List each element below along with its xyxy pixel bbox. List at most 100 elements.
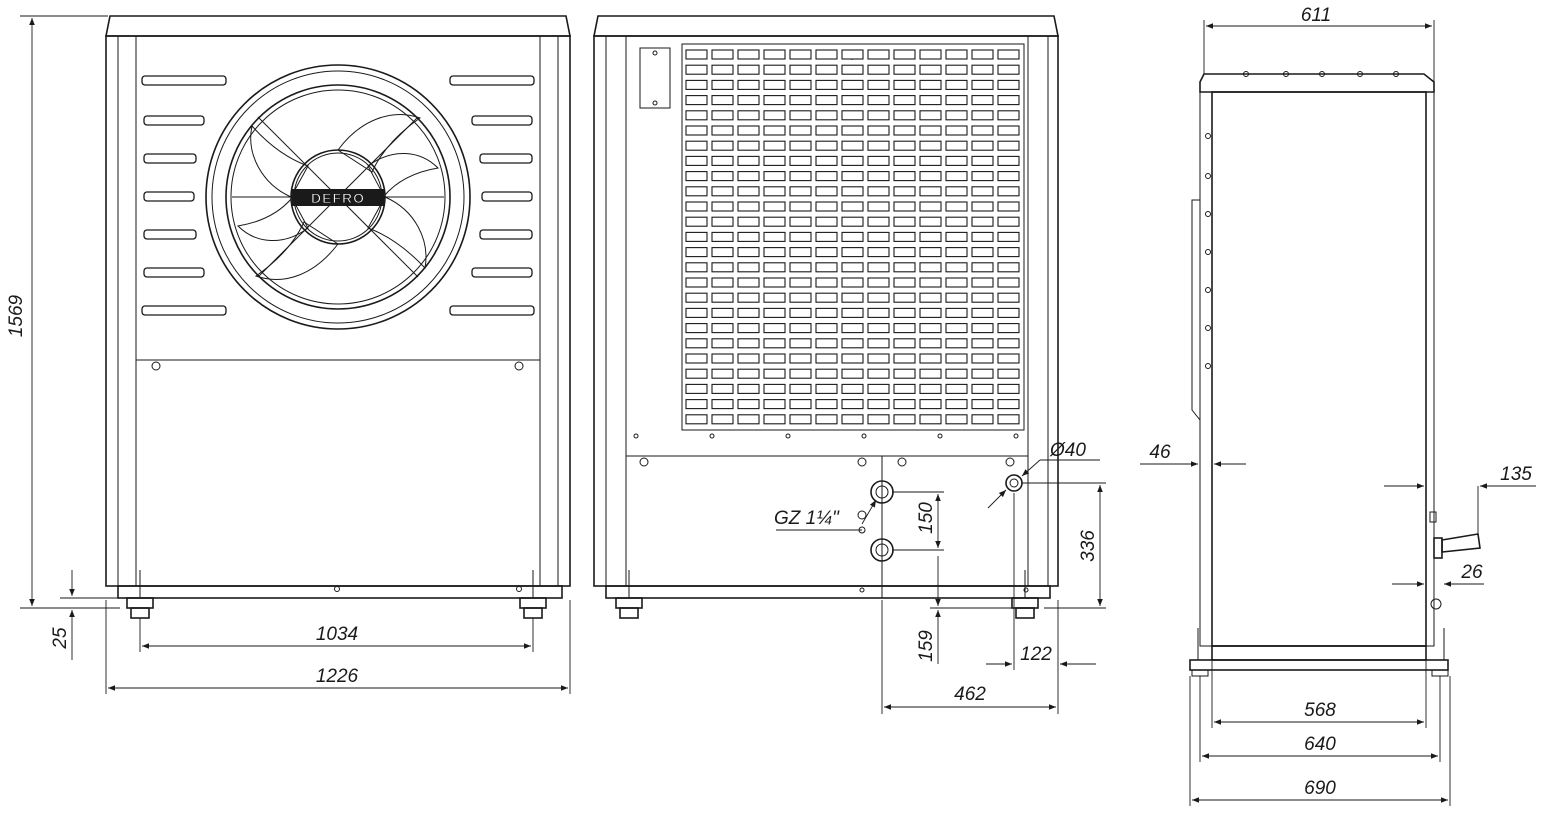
grille-slot [711, 399, 734, 410]
grille-slot [737, 399, 760, 410]
grille-slot [841, 171, 864, 182]
grille-slot [945, 125, 968, 136]
grille-slot [841, 79, 864, 90]
grille-slot [945, 323, 968, 334]
grille-slot [893, 383, 916, 394]
grille-slot [867, 247, 890, 258]
grille-slot [815, 231, 838, 242]
grille-slot [945, 338, 968, 349]
grille-slot [763, 95, 786, 106]
grille-slot [763, 307, 786, 318]
grille-slot [893, 155, 916, 166]
grille-slot [763, 171, 786, 182]
grille-slot [789, 201, 812, 212]
grille-slot [711, 262, 734, 273]
grille-slot [815, 338, 838, 349]
dim-pipe-spacing: 150 [916, 502, 937, 534]
grille-slot [685, 399, 708, 410]
grille-slot [789, 95, 812, 106]
grille-slot [737, 95, 760, 106]
grille-slot [893, 231, 916, 242]
dim-handle-offset: 135 [1500, 464, 1532, 485]
grille-slot [763, 64, 786, 75]
grille-slot [789, 277, 812, 288]
grille-slot [789, 110, 812, 121]
grille-slot [997, 64, 1020, 75]
grille-slot [919, 247, 942, 258]
dim-handle-pipe: 26 [1460, 562, 1483, 583]
grille-slot [997, 353, 1020, 364]
grille-slot [971, 171, 994, 182]
grille-slot [763, 125, 786, 136]
grille-slot [997, 110, 1020, 121]
grille-slot [711, 155, 734, 166]
grille-slot [685, 323, 708, 334]
grille-slot [841, 277, 864, 288]
grille-slot [737, 231, 760, 242]
grille-slot [919, 140, 942, 151]
grille-slot [763, 186, 786, 197]
grille-slot [711, 247, 734, 258]
grille-slot [997, 247, 1020, 258]
grille-slot [841, 368, 864, 379]
grille-slot [763, 201, 786, 212]
grille-slot [763, 140, 786, 151]
grille-slot [789, 307, 812, 318]
grille-slot [841, 216, 864, 227]
grille-slot [789, 216, 812, 227]
grille-slot [893, 216, 916, 227]
grille-slot [763, 231, 786, 242]
grille-slot [971, 277, 994, 288]
grille-slot [763, 383, 786, 394]
dim-base-middle: 640 [1304, 734, 1336, 755]
grille-slot [815, 155, 838, 166]
grille-slot [711, 353, 734, 364]
grille-slot [971, 399, 994, 410]
front-foot-left [126, 570, 154, 619]
grille-slot [711, 292, 734, 303]
dim-overall-height: 1569 [6, 294, 27, 337]
grille-slot [971, 216, 994, 227]
grille-slot [945, 186, 968, 197]
grille-slot [945, 95, 968, 106]
grille-slot [789, 171, 812, 182]
grille-slot [867, 171, 890, 182]
grille-slot [763, 323, 786, 334]
grille-slot [893, 338, 916, 349]
grille-slot [711, 64, 734, 75]
grille-slot [685, 155, 708, 166]
grille-slot [711, 383, 734, 394]
grille-slot [737, 64, 760, 75]
grille-slot [867, 353, 890, 364]
grille-slot [867, 140, 890, 151]
front-louvers-left [141, 75, 227, 316]
grille-slot [919, 414, 942, 425]
side-pipe [1429, 511, 1481, 610]
grille-slot [789, 414, 812, 425]
grille-slot [815, 64, 838, 75]
grille-slot [919, 353, 942, 364]
grille-slot [789, 323, 812, 334]
grille-slot [893, 277, 916, 288]
grille-slot [919, 323, 942, 334]
grille-slot [841, 323, 864, 334]
grille-slot [867, 292, 890, 303]
grille-slot [841, 125, 864, 136]
grille-slot [867, 79, 890, 90]
grille-slot [867, 125, 890, 136]
grille-slot [841, 110, 864, 121]
grille-slot [893, 292, 916, 303]
grille-slot [737, 110, 760, 121]
dim-foot-spacing: 1034 [316, 624, 358, 645]
grille-slot [763, 292, 786, 303]
grille-slot [945, 383, 968, 394]
grille-slot [711, 79, 734, 90]
brand-logo: DEFRO [311, 190, 365, 206]
grille-slot [685, 201, 708, 212]
grille-slot [997, 307, 1020, 318]
grille-slot [945, 292, 968, 303]
grille-slot [815, 49, 838, 60]
grille-slot [711, 323, 734, 334]
grille-slot [945, 79, 968, 90]
